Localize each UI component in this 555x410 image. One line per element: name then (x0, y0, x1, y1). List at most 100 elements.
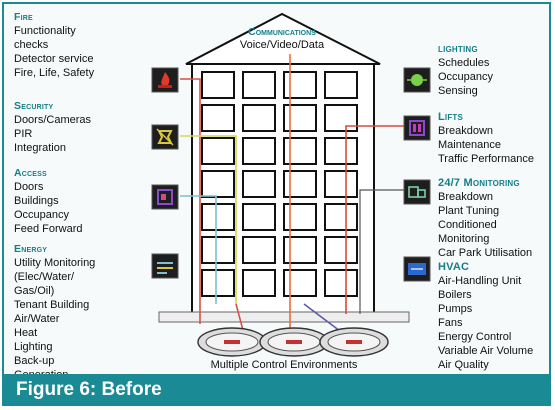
building-window (201, 269, 235, 297)
fire-title: Fire (14, 11, 33, 23)
monitoring-group: 24/7 Monitoring Breakdown Plant Tuning C… (438, 176, 532, 260)
building-window (324, 203, 358, 231)
building-window (283, 71, 317, 99)
energy-system-icon (151, 253, 179, 279)
monitoring-wire (359, 189, 404, 314)
access-item: Feed Forward (14, 223, 83, 235)
building-window (242, 104, 276, 132)
lifts-system-icon (403, 115, 431, 141)
monitoring-item: Conditioned (438, 219, 497, 231)
energy-item: Gas/Oil) (14, 285, 55, 297)
building-window (283, 137, 317, 165)
control-meter-1 (197, 327, 267, 357)
control-meter-3 (319, 327, 389, 357)
security-group: Security Doors/Cameras PIR Integration (14, 99, 91, 155)
control-environments-label: Multiple Control Environments (210, 359, 358, 371)
energy-item: (Elec/Water/ (14, 271, 75, 283)
hvac-system-icon (403, 256, 431, 282)
figure-caption: Figure 6: Before (16, 379, 162, 400)
lighting-group: lighting Schedules Occupancy Sensing (438, 42, 493, 98)
building-window (283, 170, 317, 198)
access-system-icon (151, 184, 179, 210)
lifts-title: Lifts (438, 111, 464, 123)
building-window (242, 203, 276, 231)
diagram-frame: Fire Functionality checks Detector servi… (2, 2, 551, 406)
hvac-item: Variable Air Volume (438, 345, 534, 357)
fire-system-icon (151, 67, 179, 93)
lifts-item: Breakdown (438, 125, 494, 137)
building-window (201, 203, 235, 231)
lighting-item: Sensing (438, 85, 478, 97)
building-window (201, 236, 235, 264)
hvac-item: Fans (438, 317, 463, 329)
security-system-icon (151, 124, 179, 150)
lighting-item: Schedules (438, 57, 490, 69)
fire-item: Detector service (14, 53, 94, 65)
access-group: Access Doors Buildings Occupancy Feed Fo… (14, 166, 82, 236)
building-window (242, 269, 276, 297)
security-item: Doors/Cameras (14, 114, 92, 126)
access-item: Buildings (14, 195, 59, 207)
figure-footer: Figure 6: Before (4, 374, 549, 404)
building-window (324, 170, 358, 198)
energy-title: Energy (14, 243, 48, 255)
security-item: Integration (14, 142, 66, 154)
building-window (283, 269, 317, 297)
fire-group: Fire Functionality checks Detector servi… (14, 10, 94, 80)
hvac-item: Air-Handling Unit (438, 275, 522, 287)
monitoring-item: Plant Tuning (438, 205, 500, 217)
building-window (242, 170, 276, 198)
energy-item: Air/Water (14, 313, 60, 325)
hvac-item: Boilers (438, 289, 472, 301)
lifts-group: Lifts Breakdown Maintenance Traffic Perf… (438, 110, 534, 166)
fire-item: Functionality (14, 25, 76, 37)
building-window (242, 71, 276, 99)
control-meter-2 (259, 327, 329, 357)
monitoring-item: Car Park Utilisation (438, 247, 533, 259)
building-window (283, 203, 317, 231)
building-window (201, 71, 235, 99)
hvac-group: HVAC Air-Handling Unit Boilers Pumps Fan… (438, 260, 533, 372)
fire-item: checks (14, 39, 49, 51)
access-title: Access (14, 167, 47, 179)
access-item: Occupancy (14, 209, 70, 221)
building-base (158, 311, 410, 323)
lighting-title: lighting (438, 43, 478, 55)
monitoring-item: Monitoring (438, 233, 490, 245)
monitoring-item: Breakdown (438, 191, 494, 203)
building-window (324, 236, 358, 264)
hvac-item: Air Quality (438, 359, 489, 371)
building-window (324, 269, 358, 297)
lifts-item: Traffic Performance (438, 153, 534, 165)
security-title: Security (14, 100, 54, 112)
fire-item: Fire, Life, Safety (14, 67, 95, 79)
access-item: Doors (14, 181, 44, 193)
energy-item: Tenant Building (14, 299, 90, 311)
building-window (324, 71, 358, 99)
building-window (283, 236, 317, 264)
communications-title: Communications (248, 26, 316, 38)
fire-wire (180, 78, 201, 324)
building-window (201, 104, 235, 132)
energy-group: Energy Utility Monitoring (Elec/Water/ G… (14, 242, 95, 382)
hvac-item: Pumps (438, 303, 473, 315)
hvac-item: Energy Control (438, 331, 512, 343)
building-diagram (151, 12, 431, 357)
energy-item: Lighting (14, 341, 53, 353)
building-window (324, 137, 358, 165)
security-item: PIR (14, 128, 33, 140)
energy-item: Utility Monitoring (14, 257, 96, 269)
communications-subtitle: Voice/Video/Data (239, 39, 325, 51)
lifts-wire (345, 125, 404, 314)
hvac-title: HVAC (438, 261, 470, 273)
lighting-item: Occupancy (438, 71, 494, 83)
energy-item: Heat (14, 327, 38, 339)
building-window (283, 104, 317, 132)
building-window (201, 170, 235, 198)
lifts-item: Maintenance (438, 139, 501, 151)
monitoring-system-icon (403, 179, 431, 205)
monitoring-title: 24/7 Monitoring (438, 177, 520, 189)
building-window (324, 104, 358, 132)
building-window (242, 236, 276, 264)
building-window (242, 137, 276, 165)
